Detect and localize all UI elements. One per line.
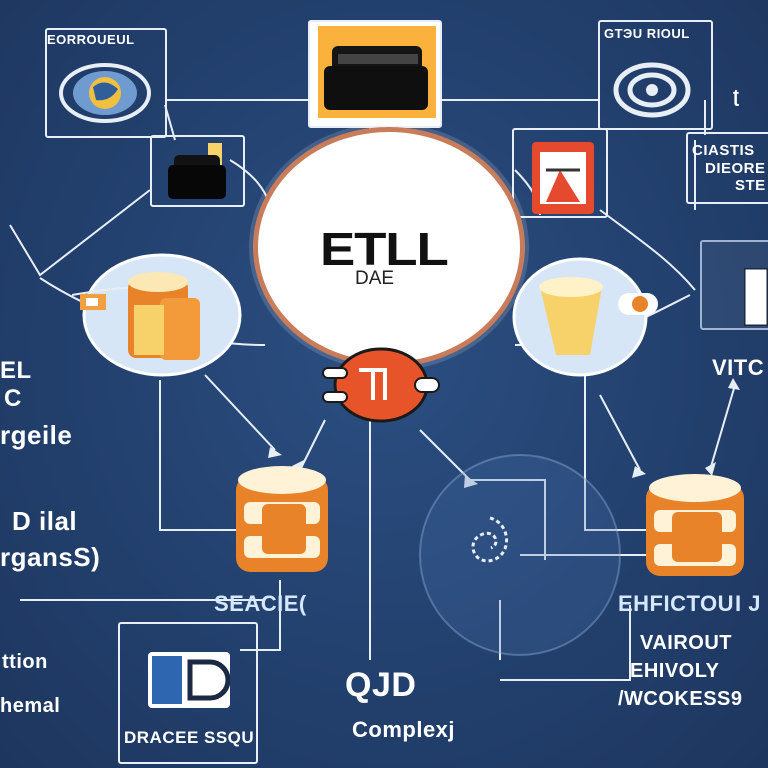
folder-left-icon [168,143,232,201]
right-upper-label-3: STE [735,177,766,194]
hub-subtitle: DAE [355,268,395,289]
gear-globe-icon [58,62,153,124]
spiral-icon [455,498,525,578]
etl-hub [258,132,520,362]
right-bottom-label-2: EHIVOLY [630,660,720,682]
top-right-label: GTЭU RIOUL [604,26,690,41]
left-label-4: D ilal [12,506,78,536]
left-upper-database-icon [71,250,242,380]
right-mid-label: VITC [712,355,765,380]
folder-icon [318,26,436,118]
left-folder-panel [150,135,245,207]
flag-mark: ʈ [733,86,740,106]
left-db-label: SEACIE( [214,591,307,616]
left-lower-database-icon [232,462,332,582]
target-icon [612,62,692,118]
bottom-center-label-1: QJD [345,666,417,704]
left-bottom-label-1: ttion [2,651,48,673]
top-left-label: EORROUEUL [47,32,135,47]
right-db-label: EHFICTOU [618,591,735,616]
right-mid-doc-icon [742,266,768,328]
right-lower-database-icon [640,470,750,585]
right-upper-label-1: CIASTIS [692,142,755,159]
plug-icon [315,340,445,430]
document-icon [532,142,594,214]
right-upper-database-icon [510,255,690,385]
left-bottom-label-2: hemal [0,695,61,717]
right-db-label-suffix: I J [735,591,761,616]
bottom-box-label: DRACEE SSQU [124,728,255,747]
left-label-2: C [4,385,22,412]
right-bottom-label-1: VAIROUT [640,632,733,654]
right-upper-label-2: DIEORE [705,160,766,177]
top-left-panel [45,28,167,138]
right-bottom-label-3: /WCOKESS9 [618,688,743,710]
top-right-panel [598,20,713,130]
right-document-panel [512,128,608,218]
left-label-1: EL [0,357,32,384]
connector-icon [148,652,231,708]
left-label-5: rgansS) [0,542,101,572]
bottom-connector-panel [118,622,258,764]
left-label-3: rgeile [0,420,73,450]
hub-title: ETLL [320,223,449,275]
right-upper-panel [686,132,768,204]
bottom-center-label-2: Complexj [352,717,456,742]
